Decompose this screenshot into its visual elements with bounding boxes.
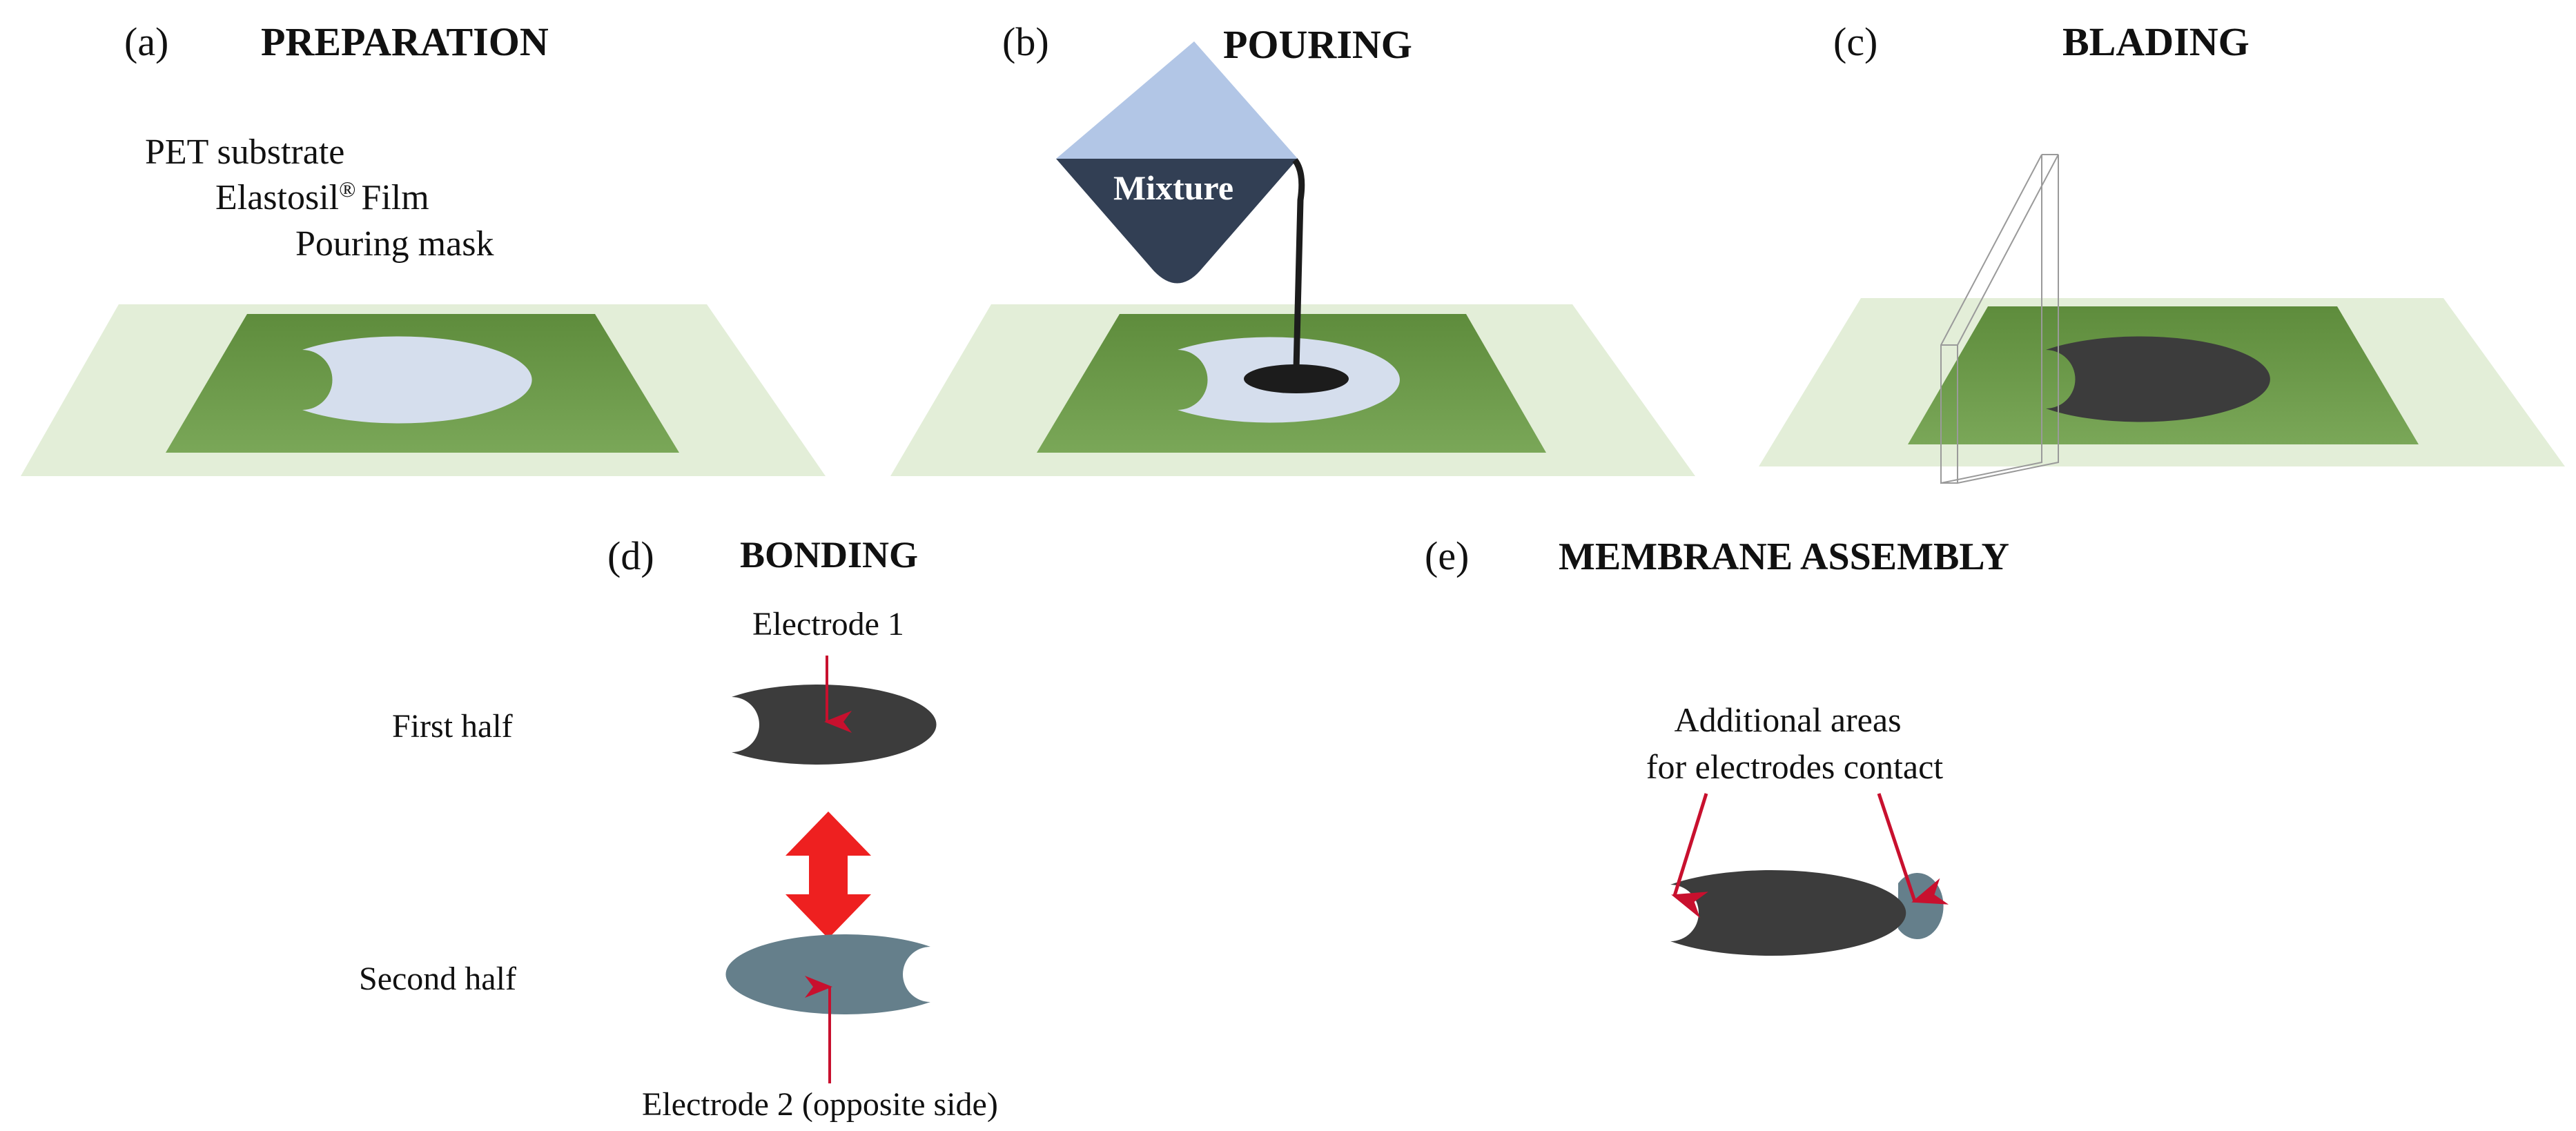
panel-a-letter: (a) xyxy=(124,19,168,64)
annotation-line-1: Additional areas xyxy=(1674,700,1901,739)
panel-c-title: BLADING xyxy=(2062,19,2250,64)
electrode-2-label: Electrode 2 (opposite side) xyxy=(642,1086,998,1123)
bonding-double-arrow xyxy=(786,812,871,938)
registered-mark: ® xyxy=(339,177,361,201)
assembly-top-half xyxy=(1670,870,1906,956)
panel-d: (d) BONDING First half Second half Elect… xyxy=(359,533,998,1123)
contact-pointer-left xyxy=(1671,793,1708,918)
container-bottom xyxy=(1056,159,1298,284)
panel-d-letter: (d) xyxy=(607,533,654,578)
panel-d-title: BONDING xyxy=(740,534,918,576)
panel-a: (a) PREPARATION PET substrate Elastosil®… xyxy=(21,19,826,476)
panel-c: (c) BLADING xyxy=(1759,19,2565,484)
second-half-label: Second half xyxy=(359,961,516,997)
assembly-bottom-half xyxy=(1898,873,1944,940)
layer-label-elastosil-film: Elastosil® Film xyxy=(215,177,429,217)
pouring-mask xyxy=(302,336,532,424)
first-half-label: First half xyxy=(392,708,513,745)
mixture-stream xyxy=(1292,158,1305,370)
contact-pointer-right xyxy=(1877,793,1949,905)
layer-label-pouring-mask: Pouring mask xyxy=(295,224,494,264)
elastosil-word: Elastosil xyxy=(215,178,339,217)
panel-e: (e) MEMBRANE ASSEMBLY Additional areas f… xyxy=(1425,533,2009,956)
electrode-1-label: Electrode 1 xyxy=(752,606,904,642)
panel-c-letter: (c) xyxy=(1833,19,1877,64)
panel-b: (b) POURING Mixture xyxy=(890,19,1695,476)
first-half-membrane xyxy=(732,684,937,765)
panel-e-letter: (e) xyxy=(1425,533,1469,578)
blade xyxy=(1940,154,2059,484)
layer-label-pet-substrate: PET substrate xyxy=(145,132,344,172)
second-half-membrane xyxy=(725,934,930,1014)
panel-e-title: MEMBRANE ASSEMBLY xyxy=(1559,535,2009,578)
panel-a-title: PREPARATION xyxy=(261,19,549,64)
annotation-line-2: for electrodes contact xyxy=(1646,747,1943,786)
panel-b-title: POURING xyxy=(1223,22,1412,67)
panel-b-letter: (b) xyxy=(1002,19,1049,64)
container-top xyxy=(1056,41,1298,159)
film-word: Film xyxy=(361,178,429,217)
bladed-membrane xyxy=(2046,336,2270,422)
container-label-mixture: Mixture xyxy=(1113,168,1233,207)
poured-mixture xyxy=(1244,364,1349,393)
